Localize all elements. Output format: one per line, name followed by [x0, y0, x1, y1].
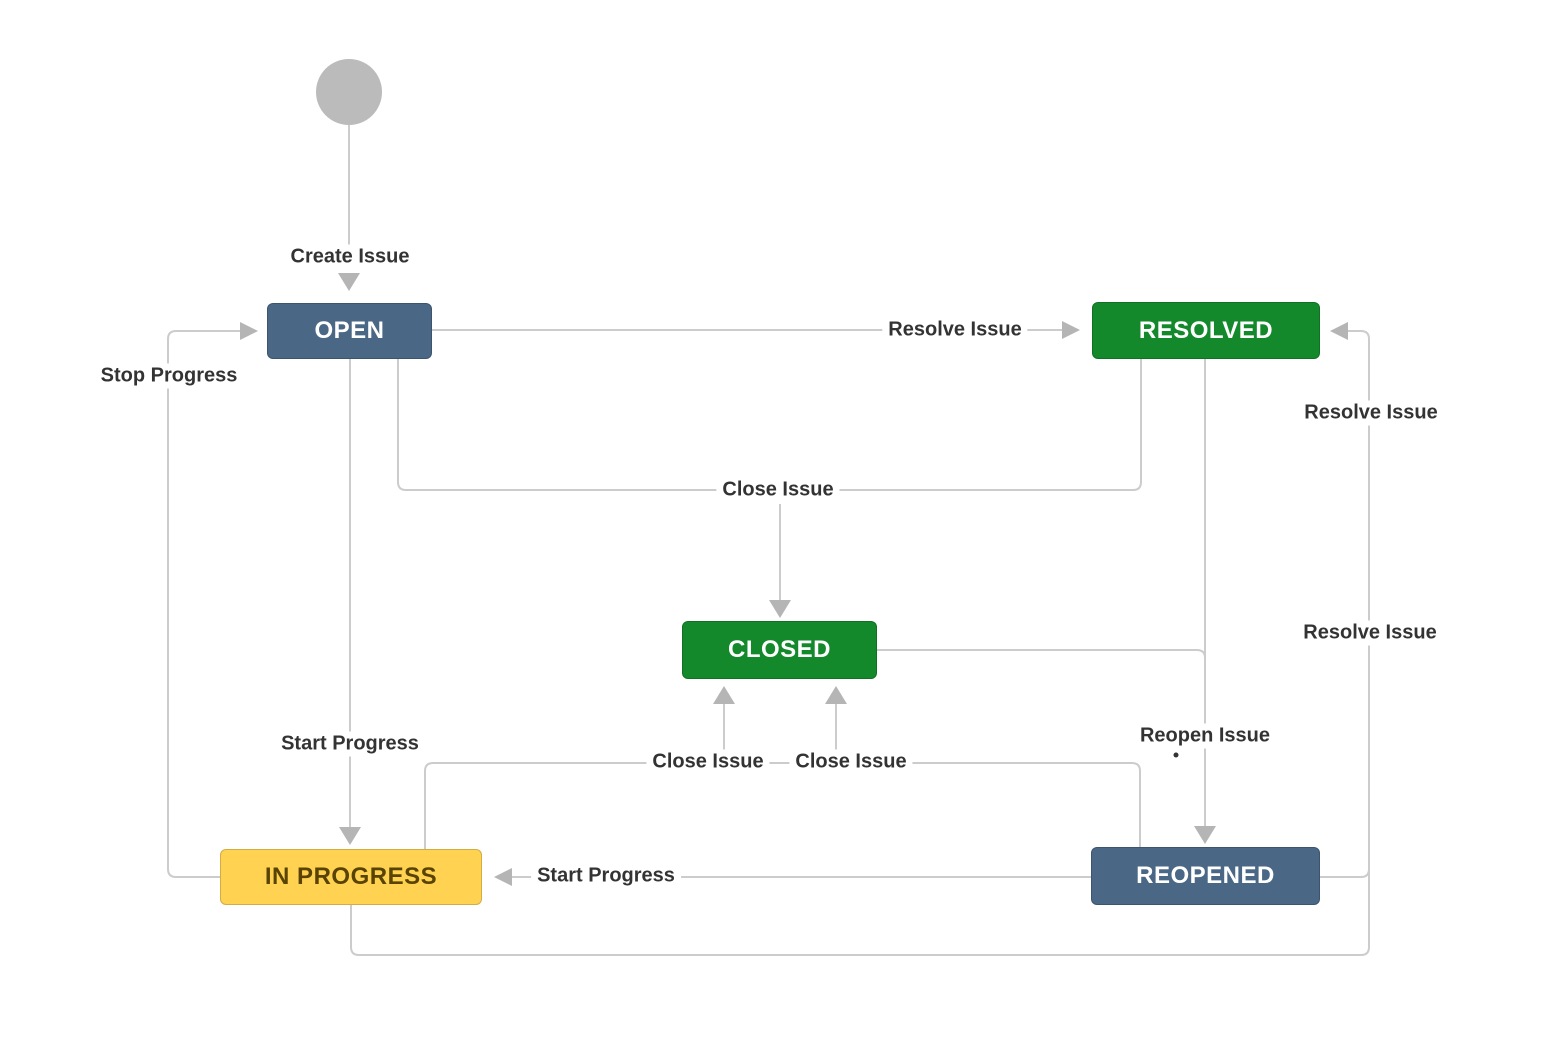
transition-label-start-progress-open[interactable]: Start Progress	[275, 731, 425, 757]
arrowhead-into-closed-bottom-right	[825, 686, 847, 704]
transition-label-close-issue-in-progress[interactable]: Close Issue	[646, 749, 770, 775]
state-closed[interactable]: CLOSED	[682, 621, 877, 679]
edge-in-progress-to-resolved	[350, 330, 1370, 956]
arrowhead-into-resolved-left	[1062, 321, 1080, 339]
arrowhead-into-open-left	[240, 322, 258, 340]
arrowhead-into-in-progress-right	[494, 868, 512, 886]
arrowhead-into-resolved-right	[1330, 322, 1348, 340]
state-open[interactable]: OPEN	[267, 303, 432, 359]
transition-label-close-issue-reopened[interactable]: Close Issue	[789, 749, 913, 775]
transition-label-resolve-issue-open[interactable]: Resolve Issue	[882, 317, 1028, 343]
edge-reopened-merge-resolve	[1320, 868, 1370, 878]
transition-label-reopen-issue[interactable]: Reopen Issue	[1133, 723, 1277, 749]
transition-label-resolve-issue-reopened[interactable]: Resolve Issue	[1298, 400, 1444, 426]
transition-label-stop-progress[interactable]: Stop Progress	[94, 363, 244, 389]
start-node-circle	[316, 59, 382, 125]
edge-open-resolved-close-issue	[397, 359, 1142, 491]
arrowhead-into-in-progress-top	[339, 827, 361, 845]
state-in-progress[interactable]: IN PROGRESS	[220, 849, 482, 905]
edge-closed-merge-reopen	[877, 649, 1206, 659]
arrowhead-into-closed-top	[769, 600, 791, 618]
transition-label-resolve-issue-in-progress[interactable]: Resolve Issue	[1297, 620, 1443, 646]
arrowhead-into-reopened-top	[1194, 826, 1216, 844]
edge-in-progress-to-open	[167, 330, 240, 878]
state-reopened[interactable]: REOPENED	[1091, 847, 1320, 905]
reopen-issue-dot	[1173, 752, 1179, 758]
transition-label-close-issue-open[interactable]: Close Issue	[716, 477, 840, 503]
state-resolved[interactable]: RESOLVED	[1092, 302, 1320, 359]
arrowhead-into-closed-bottom-left	[713, 686, 735, 704]
edge-close-issue-rail	[424, 762, 1141, 849]
transition-label-start-progress-reopened[interactable]: Start Progress	[531, 863, 681, 889]
transition-label-create-issue[interactable]: Create Issue	[284, 244, 416, 270]
arrowhead-into-open-top	[338, 273, 360, 291]
